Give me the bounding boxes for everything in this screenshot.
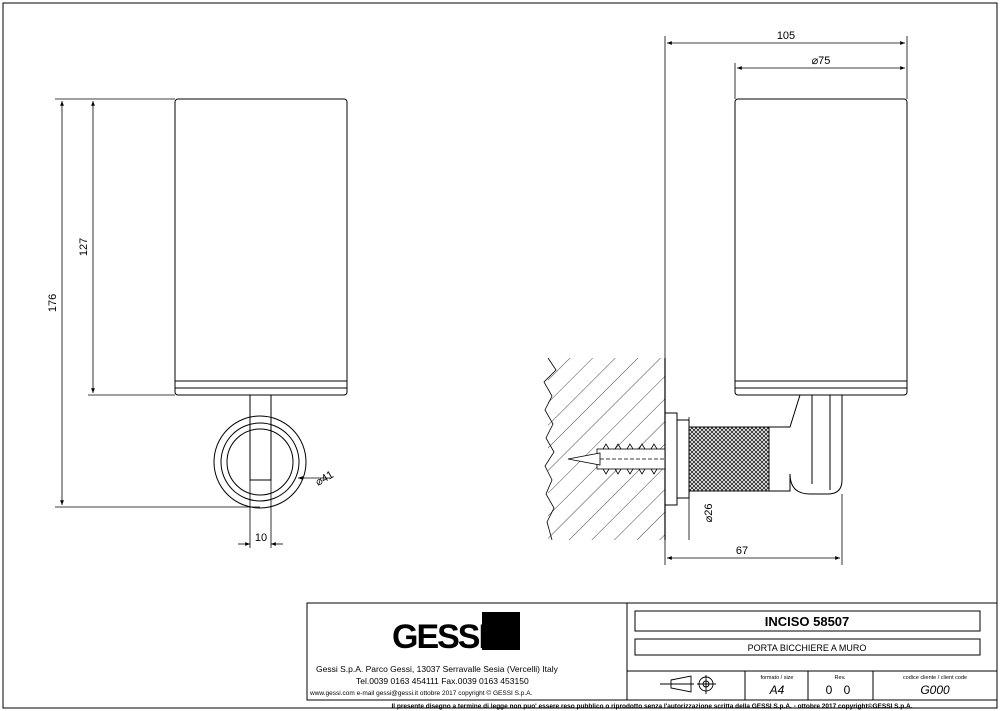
client-code-value: G000 [920, 683, 950, 697]
knurled-body [688, 426, 770, 492]
dim-cup-height: 127 [78, 238, 90, 256]
rosette-plate [226, 428, 294, 496]
title-block [306, 602, 998, 701]
format-label: formato / size [760, 675, 793, 681]
support-stem-front [249, 394, 272, 481]
dim-rosette-diameter: ⌀41 [314, 469, 336, 489]
rosette-inner [220, 422, 300, 502]
front-dimensions [55, 98, 330, 548]
dim-total-height: 176 [47, 294, 59, 312]
rosette-outer [213, 415, 307, 509]
front-view [174, 98, 348, 509]
client-code-label: codice cliente / client code [903, 675, 967, 681]
wall-anchor [567, 443, 666, 475]
base-flange [664, 412, 678, 506]
side-view [664, 98, 908, 506]
gessi-logo: GESSI [392, 612, 520, 656]
base-plate [676, 419, 690, 499]
dim-cup-diameter: ⌀75 [812, 55, 831, 67]
format-value: A4 [769, 683, 785, 697]
dim-overall-depth: 105 [777, 30, 795, 42]
cup-side-outline [734, 98, 908, 396]
legal-notice: Il presente disegno a termine di legge n… [391, 702, 912, 710]
product-name: PORTA BICCHIERE A MURO [748, 643, 867, 653]
company-address: Gessi S.p.A. Parco Gessi, 13037 Serraval… [316, 664, 559, 674]
rev-value: 0 0 [826, 683, 855, 697]
wall-break-line [543, 357, 557, 541]
rev-label: Rev. [835, 675, 846, 681]
dim-projection: 67 [736, 545, 748, 557]
company-phone: Tel.0039 0163 454111 Fax.0039 0163 45315… [356, 676, 529, 686]
cup-front-outline [174, 98, 348, 396]
projection-symbol-icon [660, 675, 716, 694]
company-web: www.gessi.com e-mail gessi@gessi.it otto… [309, 689, 533, 697]
logo-square [482, 612, 520, 650]
support-arm [768, 394, 843, 495]
side-dimensions [664, 36, 908, 565]
dim-wall-base-diameter: ⌀26 [703, 504, 715, 523]
product-code: INCISO 58507 [765, 614, 850, 629]
logo-text: GESSI [392, 618, 486, 656]
dim-stem-width: 10 [255, 532, 267, 544]
